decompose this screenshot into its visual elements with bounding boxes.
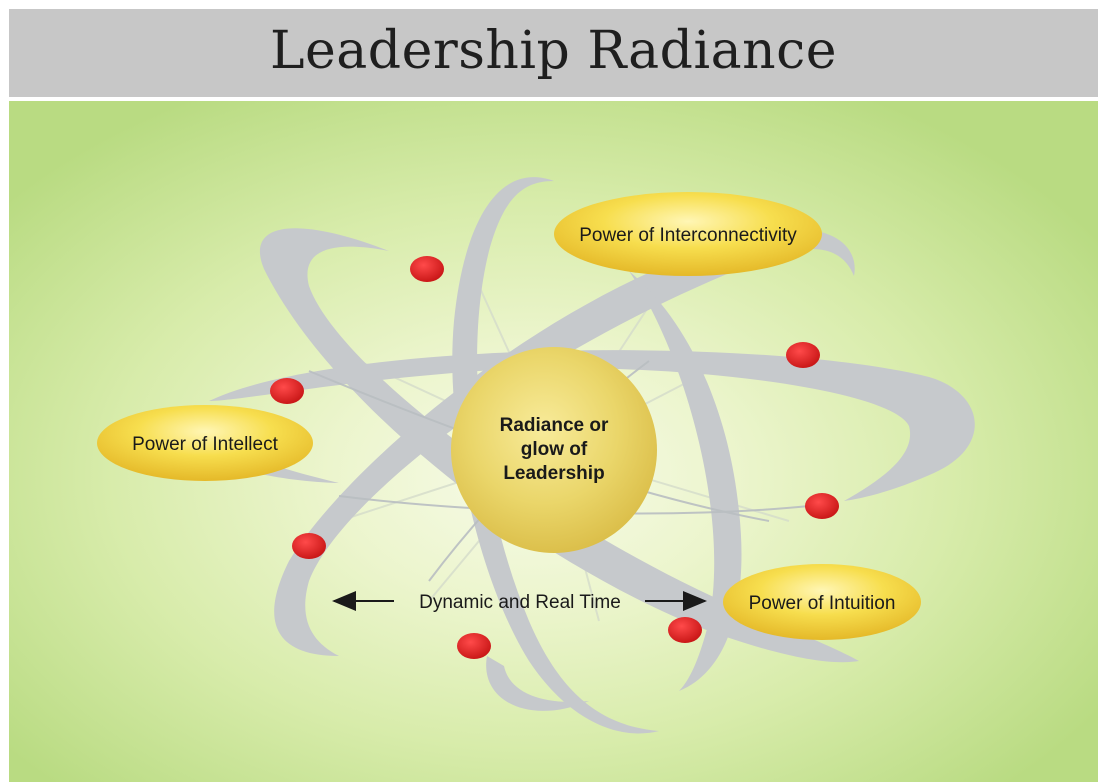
electron-dot — [270, 378, 304, 404]
center-label-line3: Leadership — [503, 463, 604, 484]
electrons — [270, 256, 839, 659]
electron-dot — [292, 533, 326, 559]
atom-diagram: Radiance or glow of Leadership Power of … — [97, 177, 975, 734]
electron-dot — [410, 256, 444, 282]
node-interconnectivity-label: Power of Interconnectivity — [579, 225, 797, 246]
node-intellect-label: Power of Intellect — [132, 434, 278, 455]
time-arrow-label: Dynamic and Real Time — [419, 592, 621, 613]
electron-dot — [786, 342, 820, 368]
node-interconnectivity: Power of Interconnectivity — [554, 192, 822, 276]
page-title: Leadership Radiance — [269, 21, 837, 81]
title-bar: Leadership Radiance — [9, 9, 1098, 97]
electron-dot — [668, 617, 702, 643]
orbit-vertical — [452, 177, 659, 734]
center-label-line2: glow of — [521, 439, 588, 460]
electron-dot — [805, 493, 839, 519]
orbit-vertical-right — [629, 271, 742, 691]
time-arrow: Dynamic and Real Time — [332, 591, 707, 613]
center-label-line1: Radiance or — [500, 415, 609, 436]
node-intellect: Power of Intellect — [97, 405, 313, 481]
orbit-horizontal — [209, 350, 975, 501]
node-intuition-label: Power of Intuition — [749, 593, 896, 614]
orbit-lower-swoop — [486, 656, 589, 711]
diagram-panel: Radiance or glow of Leadership Power of … — [9, 101, 1098, 782]
electron-dot — [457, 633, 491, 659]
node-intuition: Power of Intuition — [723, 564, 921, 640]
nucleus: Radiance or glow of Leadership — [451, 347, 657, 553]
